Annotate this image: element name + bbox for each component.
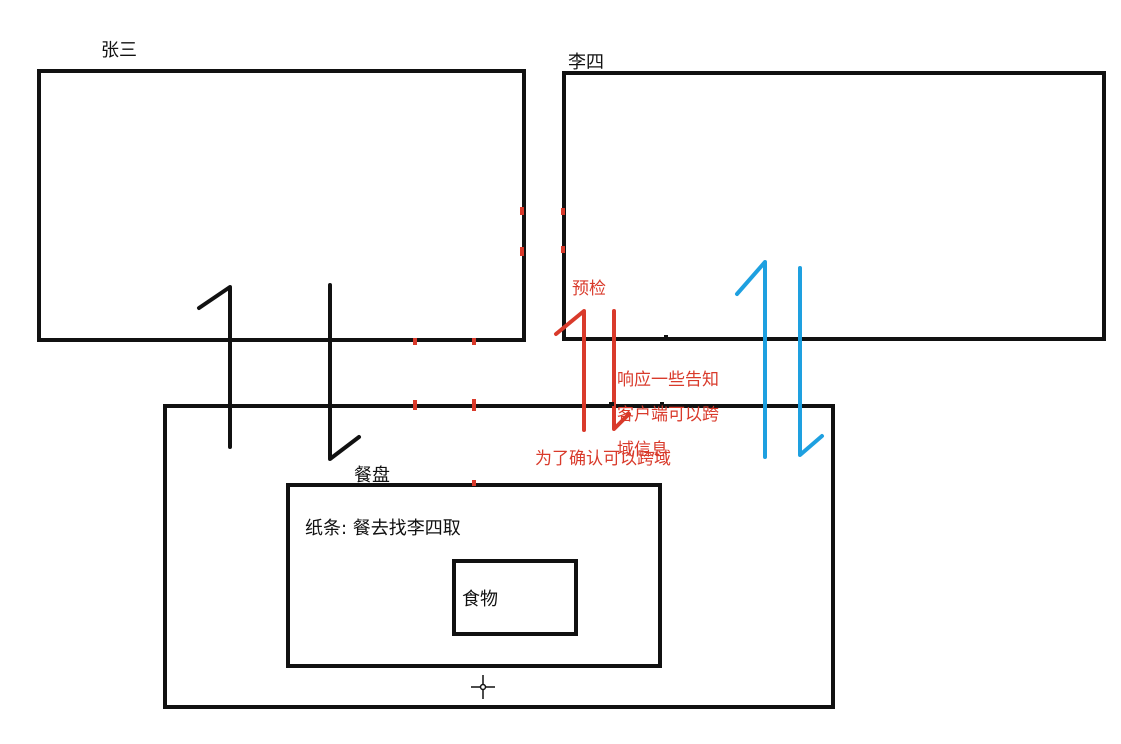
- red-dash-marks: [413, 207, 565, 486]
- arrow-up-black: [197, 285, 232, 449]
- zhangsan-box: [37, 69, 526, 342]
- label-preflight: 预检: [572, 279, 606, 299]
- red-arrows: [554, 309, 631, 432]
- label-zhangsan: 张三: [101, 40, 137, 61]
- label-note: 纸条: 餐去找李四取: [305, 518, 461, 539]
- lisi-box: [562, 71, 1106, 341]
- crosshair-cursor-icon: [471, 675, 495, 699]
- food-box: [452, 559, 578, 636]
- black-arrows: [197, 283, 361, 461]
- label-lisi: 李四: [568, 52, 604, 73]
- arrow-down-blue: [798, 266, 824, 457]
- label-food: 食物: [462, 589, 498, 610]
- label-response-line2: 客户端可以跨: [617, 405, 719, 425]
- arrow-up-red: [554, 309, 586, 432]
- label-confirm: 为了确认可以跨域: [535, 449, 671, 469]
- small-ticks: [609, 335, 668, 406]
- arrow-down-black: [328, 283, 361, 461]
- arrow-down-red: [612, 309, 631, 431]
- tray-box: [163, 404, 835, 709]
- label-response-line3: 域信息: [617, 440, 668, 460]
- label-response-line1: 响应一些告知: [617, 370, 719, 390]
- arrow-up-blue: [735, 260, 767, 459]
- note-box: [286, 483, 662, 668]
- blue-arrows: [735, 260, 824, 459]
- label-tray: 餐盘: [354, 465, 390, 486]
